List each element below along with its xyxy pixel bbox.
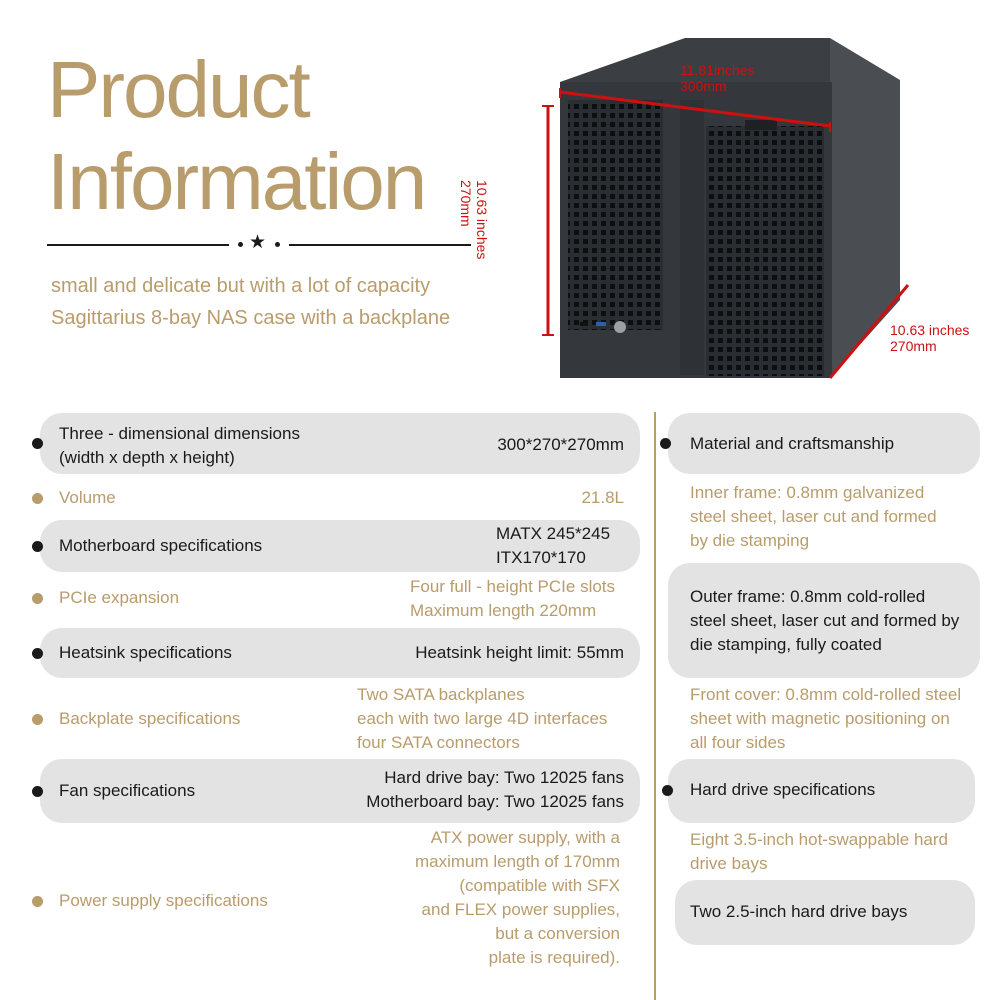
spec-label: Volume: [59, 488, 116, 507]
depth-mm-label: 270mm: [890, 338, 937, 354]
title-divider: ★: [47, 232, 471, 254]
spec-value-2: Maximum length 220mm: [410, 601, 597, 620]
hdd-bays-text: Eight 3.5-inch hot-swappable hard drive …: [690, 830, 948, 873]
spec-label: Heatsink specifications: [59, 643, 232, 662]
star-icon: ★: [249, 232, 267, 253]
bullet-icon: [32, 786, 43, 797]
bullet-icon: [660, 438, 671, 449]
spec-value: Hard drive bay: Two 12025 fans: [384, 768, 624, 787]
spec-row-pcie: PCIe expansion Four full - height PCIe s…: [32, 574, 640, 624]
page-title-line2: Information: [47, 137, 427, 226]
dimension-lines: [542, 88, 910, 379]
inner-frame-text: Inner frame: 0.8mm galvanized steel shee…: [690, 483, 937, 550]
bullet-icon: [32, 593, 43, 604]
spec-label-sub: (width x depth x height): [59, 448, 235, 467]
bullet-icon: [32, 648, 43, 659]
spec-value-3: four SATA connectors: [357, 733, 520, 752]
width-inches-label: 11.81inches: [680, 62, 755, 78]
column-divider: [654, 412, 656, 1000]
spec-label: Three - dimensional dimensions: [59, 424, 300, 443]
spec-row-fans: Fan specifications Hard drive bay: Two 1…: [32, 759, 640, 823]
hdd-heading-box: Hard drive specifications: [662, 759, 975, 823]
spec-value: Four full - height PCIe slots: [410, 577, 616, 596]
subtitle-line2: Sagittarius 8-bay NAS case with a backpl…: [51, 307, 451, 329]
spec-label: Fan specifications: [59, 781, 196, 800]
bullet-icon: [32, 438, 43, 449]
spec-value: MATX 245*245: [496, 524, 611, 543]
bullet-icon: [32, 896, 43, 907]
spec-value: 21.8L: [581, 488, 624, 507]
spec-label: PCIe expansion: [59, 588, 180, 607]
spec-label: Power supply specifications: [59, 891, 268, 910]
spec-value: 300*270*270mm: [497, 435, 624, 454]
spec-row-power-supply: Power supply specifications ATX power su…: [32, 826, 640, 976]
spec-value: Heatsink height limit: 55mm: [415, 643, 624, 662]
bullet-icon: [662, 785, 673, 796]
spec-value: Two SATA backplanes: [357, 685, 525, 704]
outer-frame-box: Outer frame: 0.8mm cold-rolled steel she…: [668, 563, 980, 678]
hdd-25-box: Two 2.5-inch hard drive bays: [675, 880, 975, 945]
bullet-icon: [32, 541, 43, 552]
bullet-icon: [32, 714, 43, 725]
nas-case-illustration: [560, 38, 900, 378]
material-heading-box: Material and craftsmanship: [660, 413, 980, 474]
spec-label: Backplate specifications: [59, 709, 241, 728]
product-image: 11.81inches 300mm 10.63 inches 270mm 10.…: [458, 30, 990, 390]
width-mm-label: 300mm: [680, 78, 727, 94]
spec-row-motherboard: Motherboard specifications MATX 245*245 …: [32, 520, 640, 572]
spec-row-dimensions: Three - dimensional dimensions (width x …: [32, 413, 640, 474]
material-heading: Material and craftsmanship: [690, 434, 895, 453]
spec-label: Motherboard specifications: [59, 536, 263, 555]
front-cover-text: Front cover: 0.8mm cold-rolled steel she…: [690, 685, 962, 752]
subtitle-line1: small and delicate but with a lot of cap…: [51, 275, 431, 297]
spec-value-2: ITX170*170: [496, 548, 586, 567]
outer-frame-text: Outer frame: 0.8mm cold-rolled steel she…: [690, 587, 960, 654]
hdd-25-text: Two 2.5-inch hard drive bays: [690, 902, 908, 921]
depth-inches-label: 10.63 inches: [890, 322, 970, 338]
spec-row-backplate: Backplate specifications Two SATA backpl…: [32, 683, 640, 755]
bullet-icon: [32, 493, 43, 504]
spec-value-2: Motherboard bay: Two 12025 fans: [366, 792, 624, 811]
spec-value-2: each with two large 4D interfaces: [357, 709, 608, 728]
hdd-heading: Hard drive specifications: [690, 780, 876, 799]
page-title-line1: Product: [47, 45, 311, 134]
psu-description: ATX power supply, with a maximum length …: [414, 828, 620, 967]
spec-row-volume: Volume 21.8L: [32, 484, 640, 512]
height-label: 10.63 inches 270mm: [458, 180, 490, 260]
spec-row-heatsink: Heatsink specifications Heatsink height …: [32, 628, 640, 678]
